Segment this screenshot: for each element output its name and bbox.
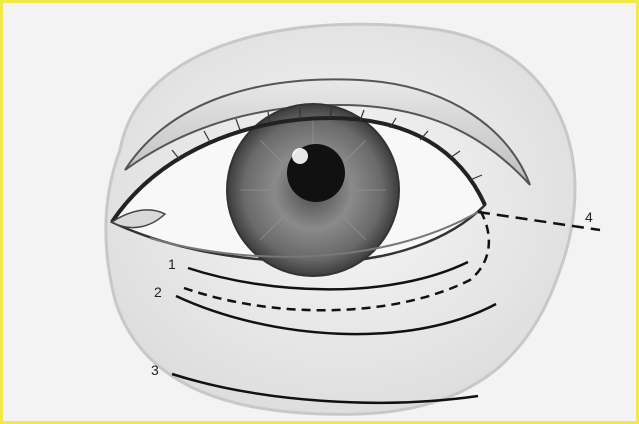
label-1: 1 [168, 256, 176, 272]
label-2: 2 [154, 284, 162, 300]
label-4: 4 [585, 209, 593, 225]
label-3: 3 [151, 362, 159, 378]
pupil-highlight [292, 148, 308, 164]
